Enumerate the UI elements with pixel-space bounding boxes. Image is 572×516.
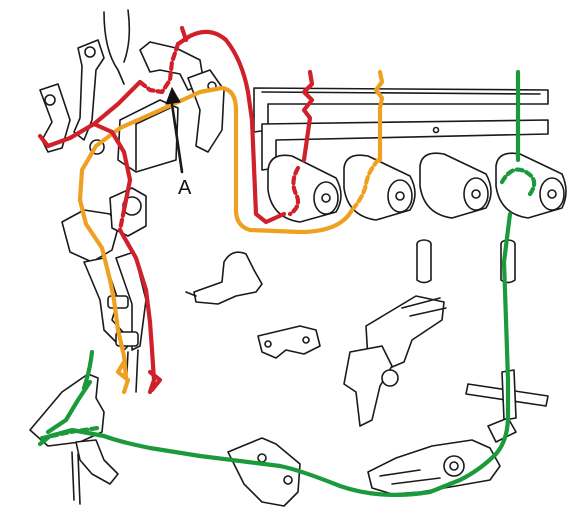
center-cam-piece	[186, 252, 262, 304]
left-arm-bracket	[74, 40, 104, 154]
tension-dial-4	[496, 153, 566, 218]
callout-arrowhead	[166, 88, 180, 104]
small-lever-plate	[258, 326, 320, 358]
right-mid-assembly	[344, 296, 446, 426]
tension-dial-3	[420, 153, 491, 218]
guide-post-left	[417, 240, 431, 283]
top-loop-guide	[104, 10, 129, 84]
bottom-center-plate	[228, 438, 300, 506]
tension-dial-1	[268, 155, 341, 222]
callout-label: A	[178, 177, 192, 199]
needle-bar-assembly	[62, 188, 146, 392]
tension-dial-2	[344, 155, 415, 220]
